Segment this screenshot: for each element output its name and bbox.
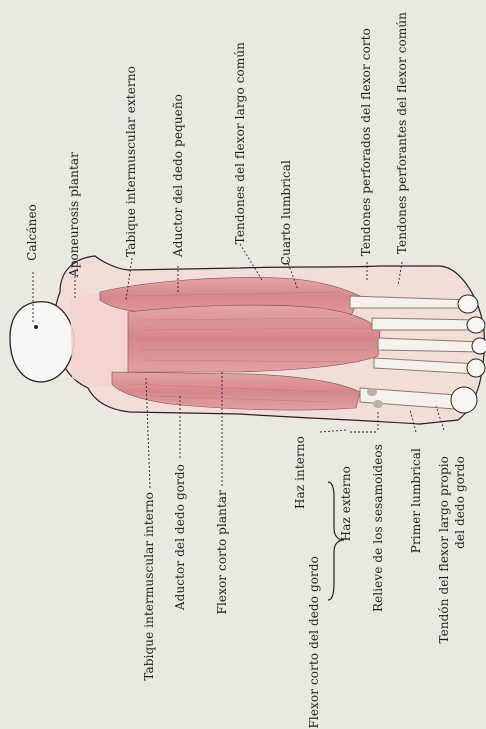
label-cuarto-lumbrical: Cuarto lumbrical <box>280 160 293 265</box>
label-aductor-dedo-pequeno: Aductor del dedo pequeño <box>172 94 185 257</box>
label-tabique-externo: Tabique intermuscular externo <box>125 66 138 257</box>
label-tendones-flexor-largo: Tendones del flexor largo común <box>234 42 247 244</box>
label-tendones-perforantes: Tendones perforantes del flexor común <box>396 12 409 254</box>
label-tendon-flexor-largo-propio: Tendón del flexor largo propio <box>438 456 451 644</box>
label-haz-interno: Haz interno <box>294 436 307 509</box>
label-relieve-sesamoideos: Relieve de los sesamoideos <box>372 444 385 612</box>
label-tendones-perforados: Tendones perforados del flexor corto <box>360 28 373 256</box>
label-tabique-interno: Tabique intermuscular interno <box>143 492 156 681</box>
label-del-dedo-gordo: del dedo gordo <box>454 456 467 549</box>
label-aponeurosis-plantar: Aponeurosis plantar <box>68 152 81 277</box>
label-flexor-corto-dedo-gordo: Flexor corto del dedo gordo <box>308 556 321 729</box>
heel <box>10 302 74 382</box>
calcaneus-dot <box>34 325 38 329</box>
label-haz-externo: Haz externo <box>340 466 353 541</box>
label-aductor-dedo-gordo: Aductor del dedo gordo <box>174 464 187 610</box>
label-calcaneo: Calcáneo <box>26 204 39 261</box>
label-primer-lumbrical: Primer lumbrical <box>410 448 423 553</box>
label-flexor-corto-plantar: Flexor corto plantar <box>216 490 229 614</box>
